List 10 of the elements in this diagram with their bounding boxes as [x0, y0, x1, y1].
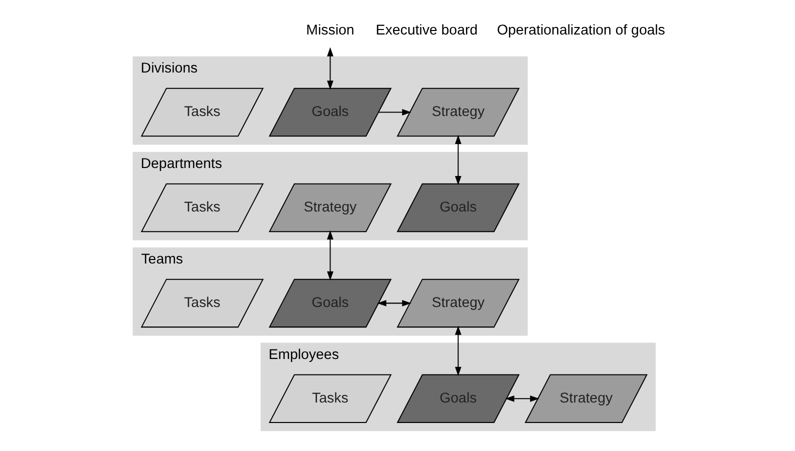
label: Operationalization of goals	[496, 22, 665, 38]
arrow	[454, 134, 461, 186]
arrow	[326, 47, 333, 90]
arrow	[454, 326, 461, 376]
arrow	[376, 300, 411, 306]
arrow	[504, 395, 539, 402]
arrow	[378, 109, 411, 116]
label: Executive board	[375, 22, 478, 38]
arrow	[326, 230, 333, 281]
node-text: Mission	[306, 22, 354, 38]
